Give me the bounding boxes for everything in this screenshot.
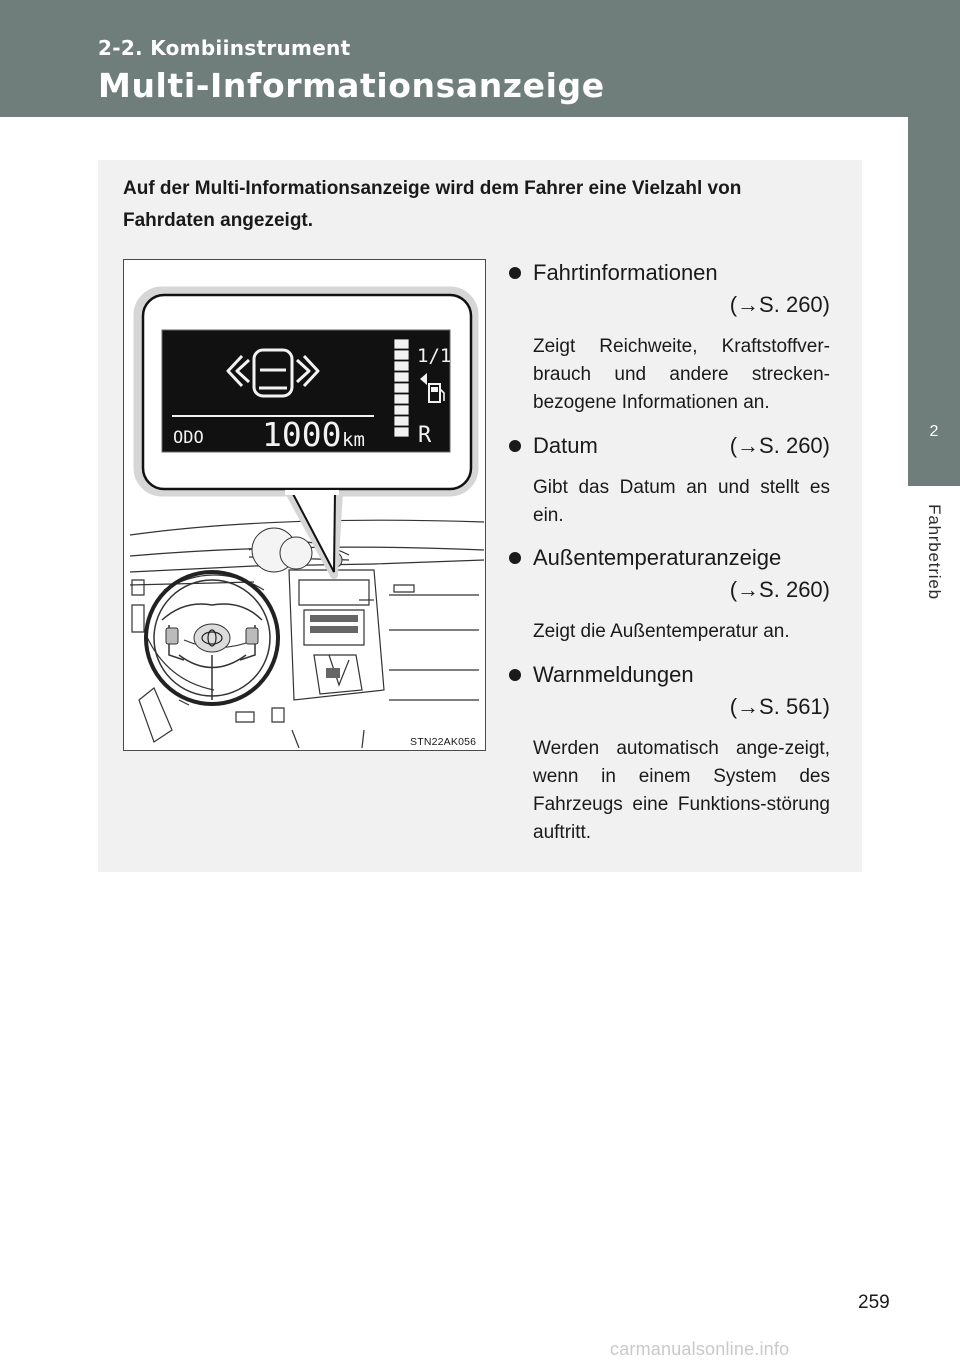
- item-description: Gibt das Datum an und stellt es ein.: [533, 477, 830, 526]
- car-door-icon: [226, 348, 320, 398]
- chapter-tab-label: Fahrbetrieb: [925, 504, 944, 600]
- bullet-icon: [509, 267, 521, 279]
- fuel-pump-icon: [420, 373, 445, 403]
- item-title: Fahrtinformationen: [533, 260, 718, 285]
- page-ref-link[interactable]: (→S. 561): [729, 694, 830, 719]
- bullet-icon: [509, 669, 521, 681]
- display-odo-unit: km: [342, 429, 365, 451]
- list-item-warnmeldungen: Warnmeldungen (→S. 561) Werden automatis…: [508, 659, 830, 847]
- item-description: Zeigt Reichweite, Kraftstoffver-brauch u…: [533, 336, 830, 413]
- page-number: 259: [858, 1292, 890, 1313]
- page-ref-link[interactable]: (→S. 260): [729, 577, 830, 602]
- figure-id: STN22AK056: [410, 736, 477, 748]
- fuel-gauge-bar: [393, 338, 410, 438]
- list-item-datum: Datum (→S. 260) Gibt das Datum an und ste…: [508, 430, 830, 530]
- item-title: Warnmeldungen: [533, 662, 694, 687]
- page-ref-link[interactable]: (→S. 260): [729, 433, 830, 458]
- item-description: Werden automatisch ange-zeigt, wenn in e…: [533, 738, 830, 843]
- watermark: carmanualsonline.info: [610, 1339, 790, 1359]
- side-tab-bar: [908, 117, 960, 389]
- bullet-icon: [509, 440, 521, 452]
- bullet-icon: [509, 552, 521, 564]
- section-heading: 2-2. Kombiinstrument: [98, 36, 351, 60]
- intro-text: Auf der Multi-Informationsanzeige wird d…: [123, 178, 742, 231]
- item-title: Datum: [533, 433, 598, 458]
- list-item-aussentemperaturanzeige: Außentemperaturanzeige (→S. 260) Zeigt d…: [508, 542, 830, 646]
- page-title: Multi-Informationsanzeige: [98, 66, 605, 105]
- dashboard-drawing: 1/1 R ODO 1000 km: [129, 286, 485, 749]
- dashboard-illustration: 1/1 R ODO 1000 km STN22AK056: [123, 259, 486, 751]
- item-title: Außentemperaturanzeige: [533, 545, 782, 570]
- chapter-tab-number[interactable]: 2: [908, 389, 960, 486]
- list-item-fahrtinformationen: Fahrtinformationen (→S. 260) Zeigt Reich…: [508, 257, 830, 417]
- page-ref-link[interactable]: (→S. 260): [729, 292, 830, 317]
- item-description: Zeigt die Außentemperatur an.: [533, 621, 790, 642]
- display-odo-label: ODO: [173, 428, 204, 448]
- display-odo-value: 1000: [262, 415, 341, 454]
- display-fraction: 1/1: [417, 345, 451, 367]
- page-header: [0, 0, 960, 117]
- display-gear: R: [418, 423, 432, 448]
